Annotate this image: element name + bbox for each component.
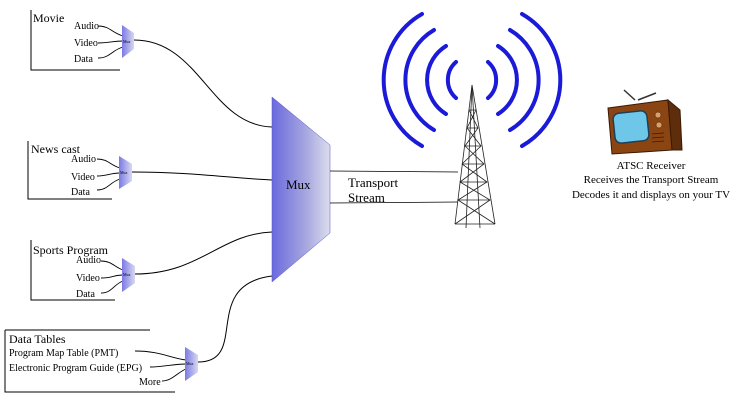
tables-source: Data Tables Program Map Table (PMT) Elec… bbox=[4, 275, 273, 393]
movie-video-label: Video bbox=[74, 38, 98, 49]
newscast-video-label: Video bbox=[71, 172, 95, 183]
movie-source: Movie Audio Video Data Mux bbox=[30, 10, 273, 128]
sports-frame bbox=[30, 240, 115, 301]
tables-epg-label: Electronic Program Guide (EPG) bbox=[9, 363, 142, 374]
sports-audio-label: Audio bbox=[76, 255, 101, 266]
newscast-to-mux-link bbox=[131, 171, 273, 181]
transport-label-line2: Stream bbox=[348, 190, 385, 205]
radio-waves bbox=[381, 12, 563, 148]
tv-icon bbox=[607, 89, 683, 155]
broadcast-tower bbox=[454, 84, 496, 229]
main-mux: Mux bbox=[271, 96, 331, 283]
sports-data-label: Data bbox=[76, 289, 95, 300]
newscast-frame bbox=[27, 141, 112, 200]
sports-video-label: Video bbox=[76, 273, 100, 284]
newscast-small-mux bbox=[119, 156, 132, 189]
sports-title: Sports Program bbox=[33, 243, 109, 257]
receiver-line1: ATSC Receiver bbox=[617, 160, 686, 172]
tables-pmt-label: Program Map Table (PMT) bbox=[9, 348, 118, 359]
tables-frame bbox=[4, 330, 175, 393]
movie-to-mux-link bbox=[133, 39, 273, 128]
tables-title: Data Tables bbox=[9, 332, 66, 346]
movie-frame bbox=[30, 10, 120, 71]
sports-small-mux-label: Mux bbox=[123, 272, 131, 277]
main-mux-shape bbox=[271, 96, 331, 283]
movie-audio-label: Audio bbox=[74, 21, 99, 32]
tables-more-label: More bbox=[139, 377, 161, 388]
transport-stream: Transport Stream bbox=[329, 170, 459, 205]
sports-source: Sports Program Audio Video Data Mux bbox=[30, 231, 273, 301]
newscast-title: News cast bbox=[31, 142, 81, 156]
receiver-line2: Receives the Transport Stream bbox=[584, 174, 719, 186]
tables-to-mux-link bbox=[197, 275, 273, 363]
movie-title: Movie bbox=[33, 11, 64, 25]
movie-small-mux bbox=[122, 25, 134, 58]
receiver-line3: Decodes it and displays on your TV bbox=[572, 189, 730, 201]
tables-small-mux bbox=[185, 347, 198, 381]
newscast-source: News cast Audio Video Data Mux bbox=[27, 141, 273, 200]
main-mux-label: Mux bbox=[286, 177, 311, 192]
newscast-data-label: Data bbox=[71, 187, 90, 198]
tables-small-mux-label: Mux bbox=[186, 361, 194, 366]
movie-data-label: Data bbox=[74, 54, 93, 65]
sports-to-mux-link bbox=[134, 231, 273, 275]
newscast-small-mux-label: Mux bbox=[120, 170, 128, 175]
movie-small-mux-label: Mux bbox=[123, 39, 131, 44]
sports-small-mux bbox=[122, 258, 135, 292]
receiver-caption: ATSC Receiver Receives the Transport Str… bbox=[572, 160, 730, 201]
newscast-audio-label: Audio bbox=[71, 154, 96, 165]
transport-label-line1: Transport bbox=[348, 175, 398, 190]
